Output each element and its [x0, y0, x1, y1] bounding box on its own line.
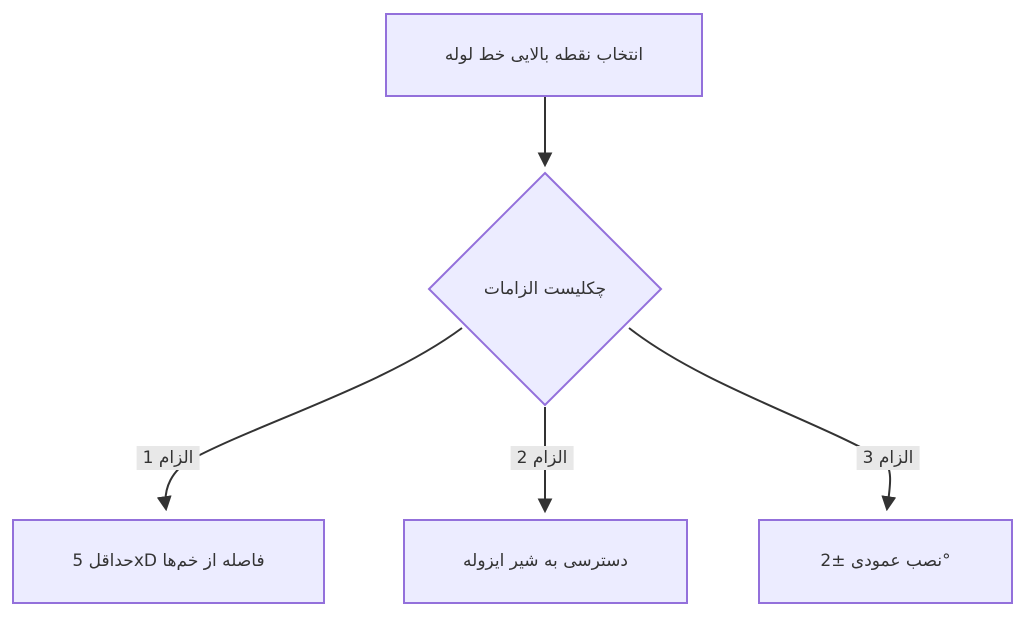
- edge-label-req2: الزام 2: [510, 446, 574, 470]
- node-req2-label: دسترسی به شیر ایزوله: [463, 551, 628, 572]
- node-req1-label: حداقل 5xD فاصله از خم‌ها: [72, 551, 265, 572]
- edge-decision-req1: [156, 327, 463, 512]
- node-req3: نصب عمودی ±2°: [758, 519, 1013, 604]
- edge-decision-req3: [628, 327, 897, 512]
- node-start: انتخاب نقطه بالایی خط لوله: [385, 13, 703, 97]
- node-req3-label: نصب عمودی ±2°: [820, 551, 951, 572]
- decision-diamond-shape: [427, 171, 663, 407]
- node-start-label: انتخاب نقطه بالایی خط لوله: [444, 44, 644, 65]
- node-req1: حداقل 5xD فاصله از خم‌ها: [12, 519, 325, 604]
- edge-label-req3: الزام 3: [856, 446, 920, 470]
- node-decision-label: چکلیست الزامات: [483, 279, 607, 299]
- node-decision: چکلیست الزامات: [445, 272, 645, 306]
- node-req2: دسترسی به شیر ایزوله: [403, 519, 688, 604]
- edge-label-req1: الزام 1: [136, 446, 200, 470]
